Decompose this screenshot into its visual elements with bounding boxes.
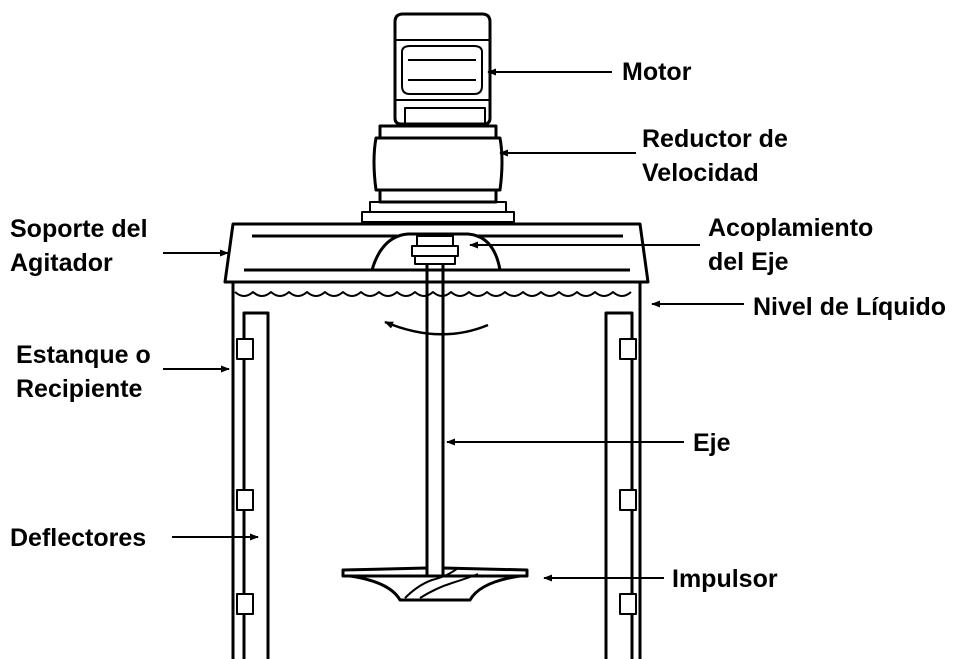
- rotation-arrow: [384, 320, 489, 336]
- label-motor: Motor: [622, 58, 692, 86]
- label-shaft-coupling: Acoplamiento del Eje: [708, 214, 874, 276]
- label-speed-reducer: Reductor de Velocidad: [642, 125, 788, 187]
- label-liquid-level: Nivel de Líquido: [753, 293, 947, 321]
- impeller: [341, 566, 529, 602]
- label-tank: Estanque o Recipiente: [16, 341, 151, 403]
- shaft-coupling: [370, 232, 502, 272]
- tank-walls: [231, 282, 642, 659]
- speed-reducer: [361, 107, 515, 223]
- baffles: [236, 311, 637, 659]
- motor: [393, 12, 492, 126]
- label-agitator-support: Soporte del Agitador: [10, 215, 148, 277]
- label-baffles: Deflectores: [10, 524, 147, 552]
- label-shaft: Eje: [693, 429, 731, 457]
- shaft: [425, 264, 445, 568]
- liquid-level: [234, 291, 632, 297]
- label-impeller: Impulsor: [672, 565, 778, 593]
